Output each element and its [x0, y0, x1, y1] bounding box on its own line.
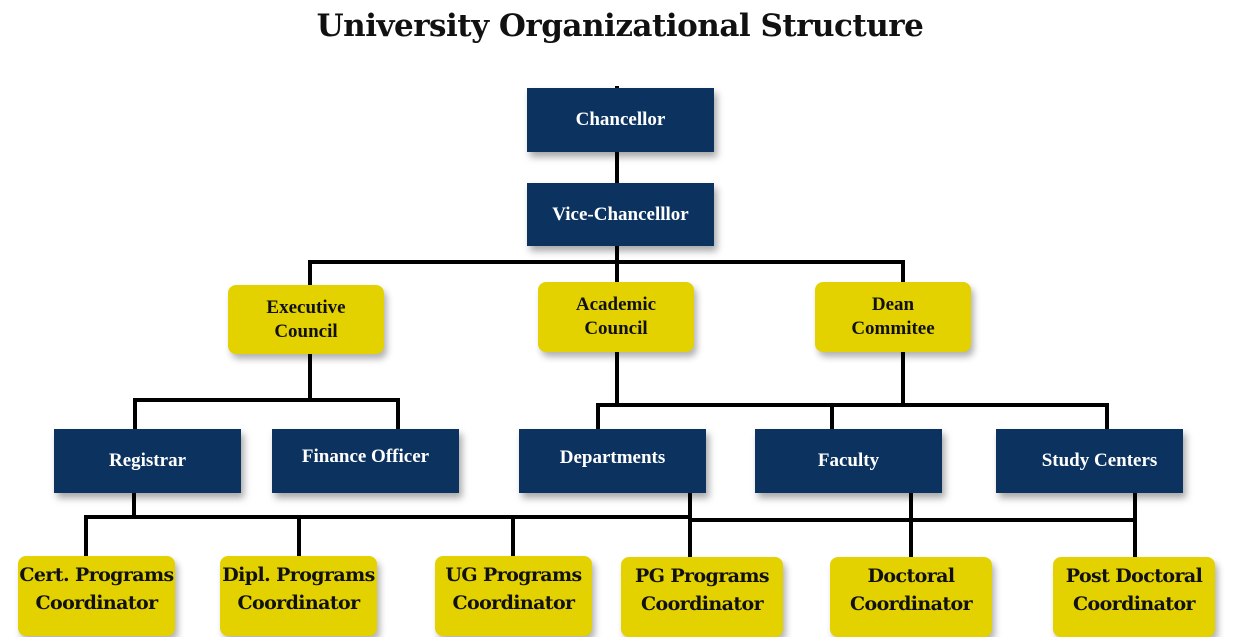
- node-doctoral-coordinator: Doctoral Coordinator: [830, 557, 992, 637]
- node-faculty: Faculty: [755, 429, 942, 493]
- node-vice-chancellor: Vice-Chancelllor: [527, 183, 714, 246]
- node-academic-council: Academic Council: [538, 282, 694, 352]
- chart-title: University Organizational Structure: [316, 8, 924, 44]
- node-ug-programs-coordinator: UG Programs Coordinator: [435, 556, 592, 636]
- node-label: Dean Commitee: [851, 294, 935, 339]
- node-registrar: Registrar: [54, 429, 241, 493]
- node-label: Doctoral Coordinator: [850, 565, 973, 615]
- node-dipl-programs-coordinator: Dipl. Programs Coordinator: [220, 556, 377, 636]
- node-executive-council: Executive Council: [228, 285, 384, 354]
- node-label: Executive Council: [266, 296, 346, 342]
- node-cert-programs-coordinator: Cert. Programs Coordinator: [18, 556, 175, 636]
- node-label: Academic Council: [575, 294, 657, 339]
- node-dean-committee: Dean Commitee: [815, 282, 971, 352]
- node-chancellor: Chancellor: [527, 88, 714, 152]
- node-finance-officer: Finance Officer: [272, 429, 459, 493]
- node-label: Faculty: [817, 450, 880, 472]
- node-study-centers: Study Centers: [996, 429, 1183, 493]
- node-label: Dipl. Programs Coordinator: [222, 564, 375, 614]
- node-label: Departments: [559, 447, 666, 469]
- node-departments: Departments: [519, 429, 706, 493]
- node-label: Cert. Programs Coordinator: [19, 564, 174, 614]
- node-label: Post Doctoral Coordinator: [1065, 565, 1203, 615]
- node-label: Chancellor: [575, 109, 666, 131]
- node-label: PG Programs Coordinator: [635, 565, 770, 615]
- node-label: Study Centers: [1041, 450, 1158, 472]
- node-label: Finance Officer: [301, 446, 430, 468]
- node-post-doctoral-coordinator: Post Doctoral Coordinator: [1053, 557, 1215, 637]
- node-label: UG Programs Coordinator: [445, 564, 582, 614]
- connector-lines: [84, 86, 1137, 559]
- node-pg-programs-coordinator: PG Programs Coordinator: [621, 557, 783, 637]
- node-label: Registrar: [108, 450, 187, 472]
- node-label: Vice-Chancelllor: [552, 203, 689, 225]
